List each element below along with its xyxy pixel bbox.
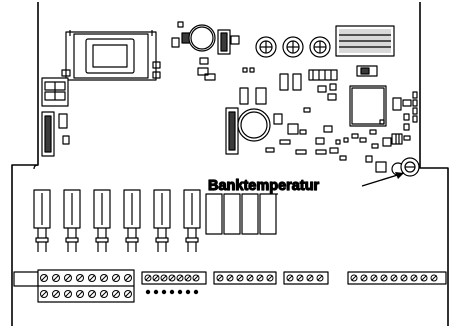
top-relay [335,25,395,57]
callout-arrow-icon [395,172,404,179]
potentiometers [255,36,331,58]
callout-label: Banktemperatur [208,178,320,194]
terminal-block-middle [213,271,329,285]
top-components [171,21,240,81]
terminal-block-left [13,269,135,303]
callout: Banktemperatur [207,172,405,195]
relay-row [33,189,201,252]
large-relays [205,193,278,235]
transformer [61,30,161,81]
terminal-block-right [347,271,447,285]
left-components [41,77,70,157]
bank-temperature-sensor [391,157,420,177]
middle-components [225,65,418,173]
terminal-block-connector [141,271,207,295]
board-outline [11,2,449,326]
